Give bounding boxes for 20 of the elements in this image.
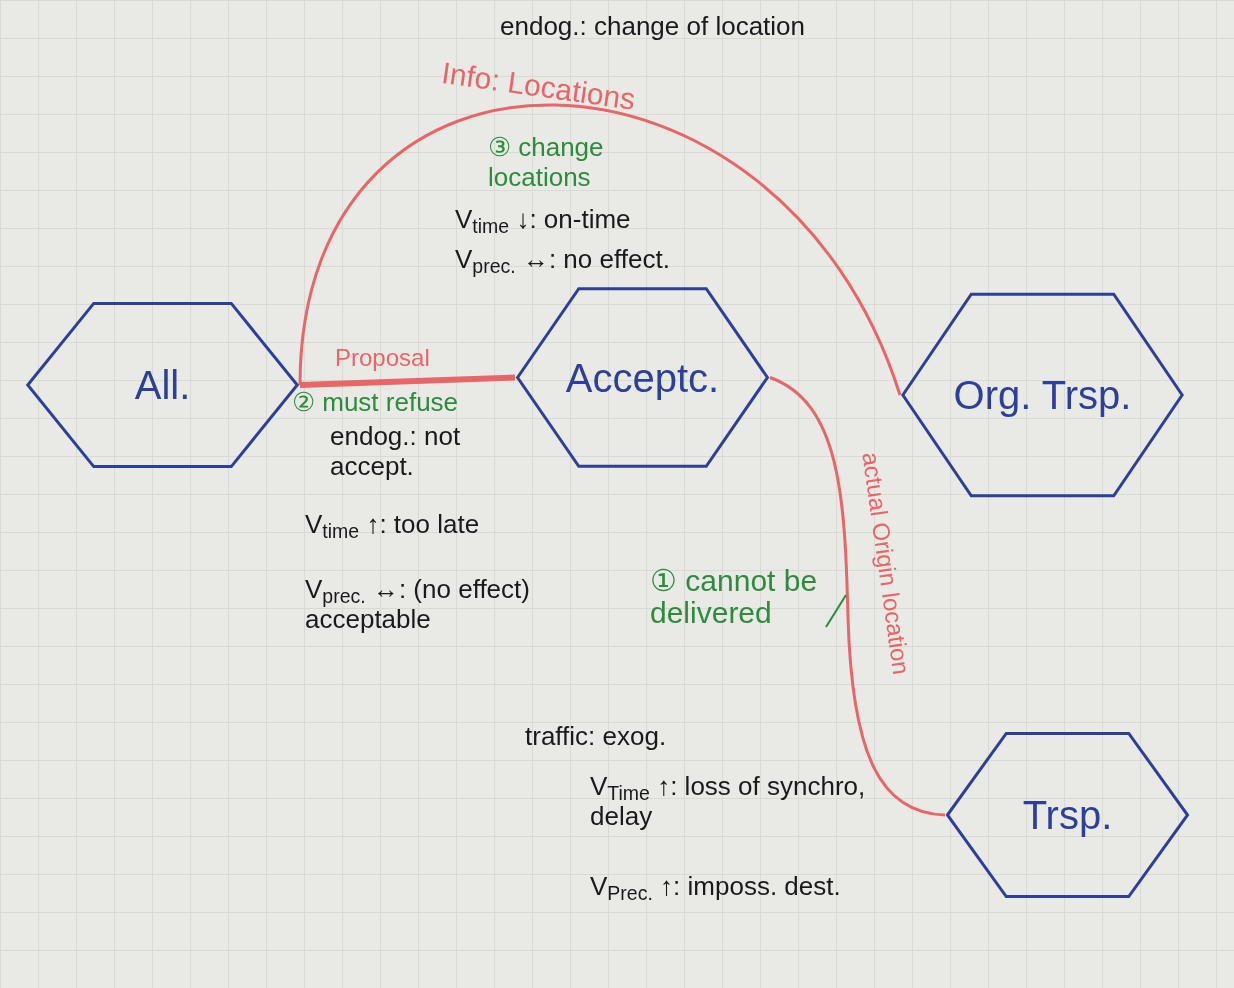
note-text: traffic: exog. bbox=[525, 722, 668, 752]
hexagon-node: Org. Trsp. bbox=[900, 290, 1185, 500]
leader-line bbox=[825, 594, 847, 628]
note-text: V$_{Prec.}$ ↑: imposs. dest. bbox=[590, 872, 842, 902]
note-text: V$_{time}$ ↓: on-time bbox=[455, 205, 632, 235]
note-text: V$_{Time}$ ↑: loss of synchro, delay bbox=[590, 772, 867, 832]
note-text: ③ change locations bbox=[488, 133, 605, 193]
connector-line bbox=[298, 103, 902, 396]
hexagon-node: Acceptc. bbox=[515, 285, 770, 470]
note-text: V$_{time}$ ↑: too late bbox=[305, 510, 481, 540]
note-text: endog.: not accept. bbox=[330, 422, 462, 482]
edge-label: Proposal bbox=[335, 343, 430, 373]
note-text: V$_{prec.}$ ↔: (no effect) acceptable bbox=[305, 575, 531, 635]
note-text: endog.: change of location bbox=[500, 12, 807, 42]
connector-line bbox=[769, 376, 946, 817]
hexagon-node: Trsp. bbox=[945, 730, 1190, 900]
connector-line bbox=[299, 374, 516, 388]
note-text: V$_{prec.}$ ↔: no effect. bbox=[455, 245, 671, 275]
note-text: ① cannot be delivered bbox=[650, 565, 826, 641]
edge-label: Info: Locations bbox=[438, 54, 639, 118]
